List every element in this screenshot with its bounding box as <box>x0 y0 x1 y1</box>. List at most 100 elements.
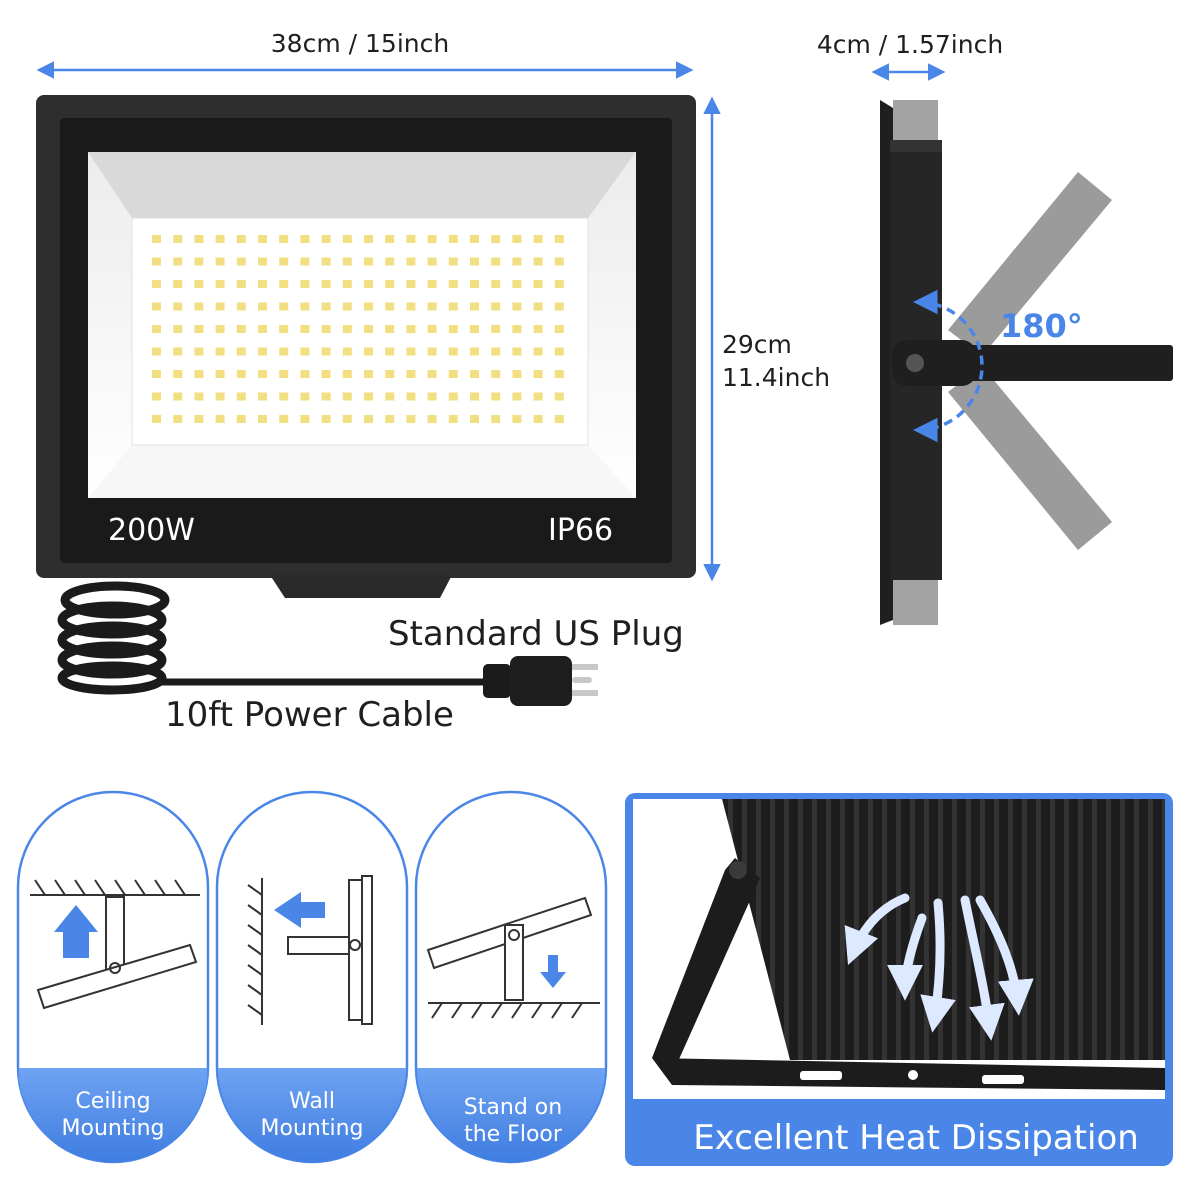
led-chip <box>427 257 437 266</box>
led-chip <box>364 280 373 288</box>
led-chip <box>279 392 289 401</box>
led-chip <box>279 280 289 288</box>
led-chip <box>300 257 310 266</box>
led-chip <box>152 235 161 243</box>
led-chip <box>491 392 501 401</box>
led-chip <box>470 392 479 401</box>
led-chip <box>533 325 543 333</box>
led-chip <box>385 280 395 288</box>
led-chip <box>236 415 246 423</box>
led-chip <box>364 370 373 378</box>
led-chip <box>194 302 204 311</box>
led-chip <box>300 392 310 401</box>
led-chip <box>491 415 501 423</box>
led-chip <box>321 347 331 356</box>
led-chip <box>512 347 522 356</box>
led-chip <box>215 257 225 266</box>
led-chip <box>554 325 564 333</box>
plug-label: Standard US Plug <box>388 614 684 654</box>
heat-caption: Excellent Heat Dissipation <box>693 1118 1139 1158</box>
led-chip <box>173 370 183 378</box>
led-chip <box>554 302 564 311</box>
led-chip <box>279 302 289 311</box>
led-chip <box>215 325 225 333</box>
led-chip <box>533 415 543 423</box>
led-chip <box>321 325 331 333</box>
led-chip <box>173 347 183 356</box>
led-chip <box>152 280 161 288</box>
led-chip <box>491 370 501 378</box>
led-chip <box>152 302 161 311</box>
led-chip <box>215 370 225 378</box>
led-chip <box>342 235 352 243</box>
led-chip <box>258 257 267 266</box>
width-label: 38cm / 15inch <box>271 29 449 58</box>
led-chip <box>427 392 437 401</box>
led-chip <box>427 325 437 333</box>
led-chip <box>385 302 395 311</box>
led-chip <box>342 325 352 333</box>
led-chip <box>342 280 352 288</box>
wall-label-line2: Mounting <box>261 1116 364 1141</box>
led-chip <box>554 235 564 243</box>
floor-label-line2: the Floor <box>464 1122 563 1147</box>
led-chip <box>173 235 183 243</box>
led-chip <box>342 415 352 423</box>
led-chip <box>427 302 437 311</box>
led-chip <box>258 325 267 333</box>
led-chip <box>406 415 416 423</box>
led-chip <box>321 392 331 401</box>
led-chip <box>173 280 183 288</box>
mounting-wall-card: Wall Mounting <box>215 790 409 1164</box>
led-chip <box>173 257 183 266</box>
led-chip <box>321 280 331 288</box>
led-chip <box>448 280 458 288</box>
led-chip <box>470 347 479 356</box>
led-chip <box>385 347 395 356</box>
led-chip <box>470 302 479 311</box>
led-chip <box>385 370 395 378</box>
led-chip <box>258 415 267 423</box>
led-chip <box>448 347 458 356</box>
led-chip <box>258 370 267 378</box>
led-chip <box>470 235 479 243</box>
height-cm-label: 29cm <box>722 330 792 359</box>
led-chip <box>321 370 331 378</box>
rotation-label: 180° <box>1000 307 1083 345</box>
led-chip <box>258 280 267 288</box>
led-chip <box>533 347 543 356</box>
led-chip <box>385 325 395 333</box>
led-chip <box>215 347 225 356</box>
led-chip <box>448 235 458 243</box>
led-chip <box>448 415 458 423</box>
led-chip <box>470 325 479 333</box>
led-chip-grid <box>152 235 564 423</box>
led-chip <box>554 257 564 266</box>
led-chip <box>427 280 437 288</box>
led-chip <box>300 302 310 311</box>
led-chip <box>427 370 437 378</box>
led-chip <box>194 280 204 288</box>
led-chip <box>258 302 267 311</box>
led-chip <box>236 302 246 311</box>
led-chip <box>215 415 225 423</box>
led-chip <box>554 392 564 401</box>
airflow-arrows-icon <box>844 893 1034 1041</box>
led-chip <box>448 257 458 266</box>
led-chip <box>279 257 289 266</box>
led-chip <box>533 280 543 288</box>
led-chip <box>321 257 331 266</box>
led-chip <box>173 415 183 423</box>
led-chip <box>215 235 225 243</box>
power-cable <box>57 581 598 706</box>
led-chip <box>342 302 352 311</box>
led-chip <box>406 257 416 266</box>
led-chip <box>236 257 246 266</box>
led-chip <box>364 325 373 333</box>
led-chip <box>470 370 479 378</box>
led-chip <box>533 370 543 378</box>
led-chip <box>173 325 183 333</box>
led-chip <box>194 235 204 243</box>
led-chip <box>406 370 416 378</box>
led-chip <box>512 235 522 243</box>
